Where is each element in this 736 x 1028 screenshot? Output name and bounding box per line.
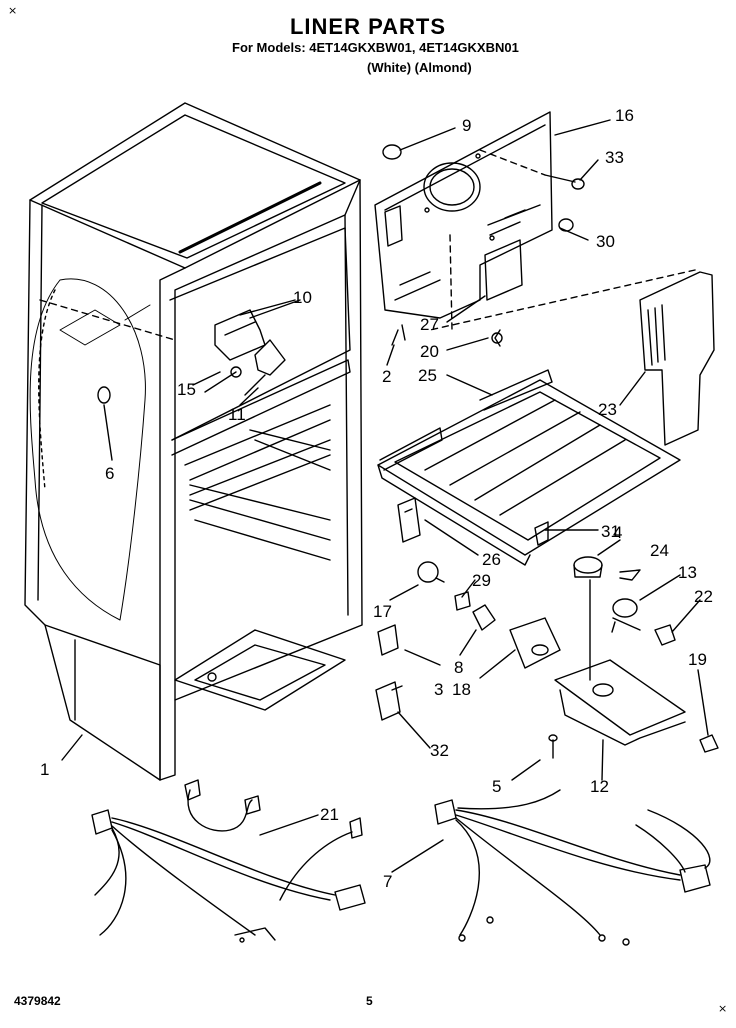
part-24-wire [619,569,641,581]
label-27: 27 [420,315,439,334]
refrigerator-liner [24,102,363,781]
part-31-clip [534,521,549,546]
part-2-screw [391,324,406,346]
label-30: 30 [596,232,615,251]
part-33-screw [544,174,576,183]
part-18-shade [509,617,561,669]
part-number-labels: 1 2 3 4 5 6 7 8 9 10 11 12 13 15 16 17 1… [40,106,713,891]
label-6: 6 [105,464,114,483]
part-22-screw [654,624,676,646]
page-title: LINER PARTS [289,14,447,39]
label-9: 9 [462,116,471,135]
leader-6 [103,404,113,461]
part-13-thermostat [611,598,641,633]
part-19-part [699,734,719,753]
label-23: 23 [598,400,617,419]
part-12-housing [554,579,686,746]
part-29-socket [454,591,471,611]
leader-lines [61,119,709,873]
label-16: 16 [615,106,634,125]
label-8: 8 [454,658,463,677]
label-13: 13 [678,563,697,582]
label-4: 4 [613,523,622,542]
label-29: 29 [472,571,491,590]
label-3: 3 [434,680,443,699]
label-19: 19 [688,650,707,669]
fan-motor-assembly [204,299,296,396]
label-15: 15 [177,380,196,399]
part-3-clip [377,624,399,656]
label-26: 26 [482,550,501,569]
label-7: 7 [383,872,392,891]
label-21: 21 [320,805,339,824]
part-32-switch [375,681,401,721]
label-24: 24 [650,541,669,560]
models-line: For Models: 4ET14GKXBW01, 4ET14GKXBN01 [232,40,519,55]
colors-line: (White) (Almond) [367,60,472,75]
part-6-plug [97,386,111,404]
label-22: 22 [694,587,713,606]
part-4-knob [573,556,603,578]
label-18: 18 [452,680,471,699]
part-23-cover [429,269,715,446]
label-17: 17 [373,602,392,621]
part-21-harness [91,779,366,943]
rear-panel [374,111,553,331]
part-7-harness [434,789,711,946]
label-20: 20 [420,342,439,361]
label-12: 12 [590,777,609,796]
part-8-bracket [472,604,496,631]
label-11: 11 [228,405,246,424]
label-5: 5 [492,777,501,796]
label-33: 33 [605,148,624,167]
label-25: 25 [418,366,437,385]
document-number: 4379842 [14,994,61,1008]
page-number: 5 [366,994,373,1008]
corner-mark-bottom-right: × [718,1002,728,1015]
label-32: 32 [430,741,449,760]
label-31: 31 [601,522,620,541]
label-10: 10 [293,288,312,307]
part-9-screw [382,144,402,160]
part-26-housing [397,497,421,543]
part-25-shelf [377,369,681,566]
part-17-bulb [417,561,439,583]
label-1: 1 [40,760,49,779]
label-2: 2 [382,367,391,386]
corner-mark-top-left: × [8,4,18,17]
